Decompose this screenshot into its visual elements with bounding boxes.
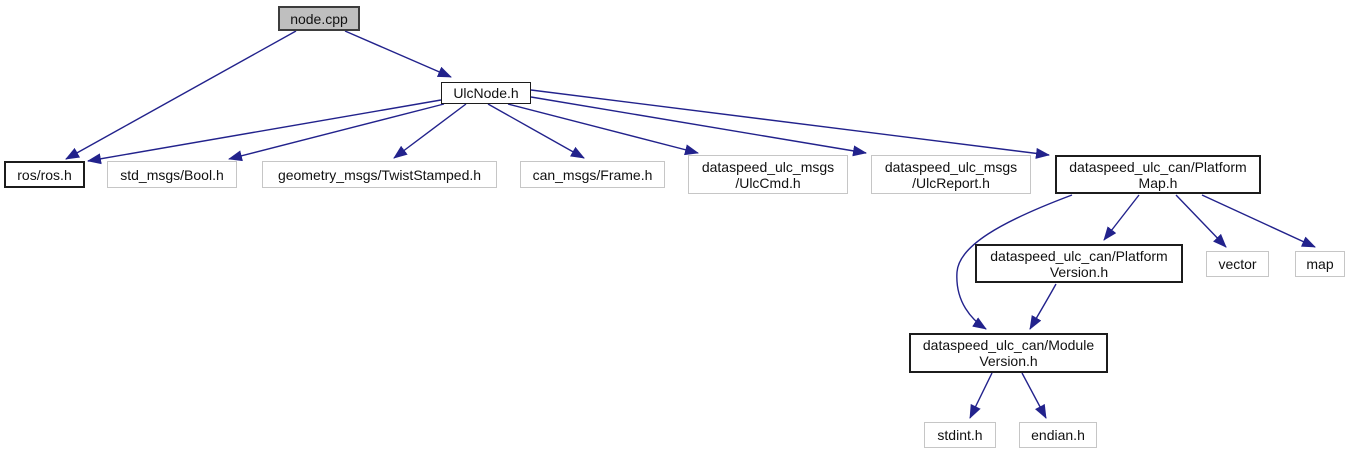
edge-ulcnode-h-to-twiststamped-h <box>393 103 467 159</box>
graph-node-label: endian.h <box>1031 427 1085 443</box>
edge-platform-map-h-to-vector <box>1175 194 1227 248</box>
graph-node-twiststamped-h: geometry_msgs/TwistStamped.h <box>262 161 497 188</box>
edge-ulcnode-h-to-ulccmd-h <box>507 103 699 156</box>
edge-platform-map-h-to-map <box>1201 194 1316 248</box>
graph-node-label-line1: dataspeed_ulc_msgs <box>701 158 835 175</box>
graph-node-label: map <box>1306 256 1334 272</box>
graph-node-label: UlcNode.h <box>453 85 519 101</box>
edge-ulcnode-h-to-std-msgs-bool-h <box>228 103 445 162</box>
graph-node-map: map <box>1295 251 1345 277</box>
graph-node-can-msgs-frame-h: can_msgs/Frame.h <box>520 161 665 188</box>
graph-node-label-line1: dataspeed_ulc_can/Platform <box>990 247 1168 264</box>
graph-node-label-line1: dataspeed_ulc_msgs <box>884 158 1018 175</box>
edge-platform-map-h-to-platform-version-h <box>1103 194 1140 241</box>
edge-ulcnode-h-to-ulcreport-h <box>530 96 867 157</box>
graph-node-ulccmd-h: dataspeed_ulc_msgs /UlcCmd.h <box>688 155 848 194</box>
graph-node-label-line2: Version.h <box>1049 263 1109 280</box>
graph-node-label: stdint.h <box>937 427 983 443</box>
graph-node-label: node.cpp <box>290 10 348 27</box>
graph-node-label-line2: /UlcReport.h <box>912 174 990 191</box>
edge-ulcnode-h-to-can-msgs-frame-h <box>487 103 585 159</box>
graph-node-label: vector <box>1218 256 1257 272</box>
graph-node-label-line1: dataspeed_ulc_can/Platform <box>1069 158 1247 175</box>
graph-node-ulcreport-h: dataspeed_ulc_msgs /UlcReport.h <box>871 155 1031 194</box>
graph-node-std-msgs-bool-h: std_msgs/Bool.h <box>107 161 237 188</box>
edge-ulcnode-h-to-platform-map-h <box>530 89 1050 159</box>
graph-node-platform-version-h[interactable]: dataspeed_ulc_can/Platform Version.h <box>975 244 1183 283</box>
edge-platform-version-h-to-module-version-h <box>1029 283 1057 330</box>
graph-node-label-line2: /UlcCmd.h <box>735 174 801 191</box>
graph-node-endian-h: endian.h <box>1019 422 1097 448</box>
edge-platform-map-h-to-module-version-h <box>956 194 1073 330</box>
graph-node-label: std_msgs/Bool.h <box>120 166 224 183</box>
graph-node-label: ros/ros.h <box>17 166 72 183</box>
graph-node-vector: vector <box>1206 251 1269 277</box>
graph-node-ulcnode-h[interactable]: UlcNode.h <box>441 82 531 104</box>
edge-module-version-h-to-endian-h <box>1021 372 1047 419</box>
graph-node-platform-map-h[interactable]: dataspeed_ulc_can/Platform Map.h <box>1055 155 1261 194</box>
graph-node-label: can_msgs/Frame.h <box>532 166 653 183</box>
graph-node-label-line2: Map.h <box>1138 174 1178 191</box>
edge-ulcnode-h-to-ros-ros-h <box>87 99 442 165</box>
graph-node-stdint-h: stdint.h <box>924 422 996 448</box>
edge-module-version-h-to-stdint-h <box>969 372 993 419</box>
graph-node-label: geometry_msgs/TwistStamped.h <box>277 166 482 183</box>
graph-node-module-version-h[interactable]: dataspeed_ulc_can/Module Version.h <box>909 333 1108 373</box>
edge-node-cpp-to-ulcnode-h <box>344 30 452 78</box>
graph-node-ros-ros-h[interactable]: ros/ros.h <box>4 161 85 188</box>
edge-node-cpp-to-ros-ros-h <box>65 30 297 160</box>
graph-node-label-line2: Version.h <box>979 353 1038 369</box>
graph-node-label-line1: dataspeed_ulc_can/Module <box>922 337 1095 353</box>
graph-node-node-cpp: node.cpp <box>278 6 360 31</box>
